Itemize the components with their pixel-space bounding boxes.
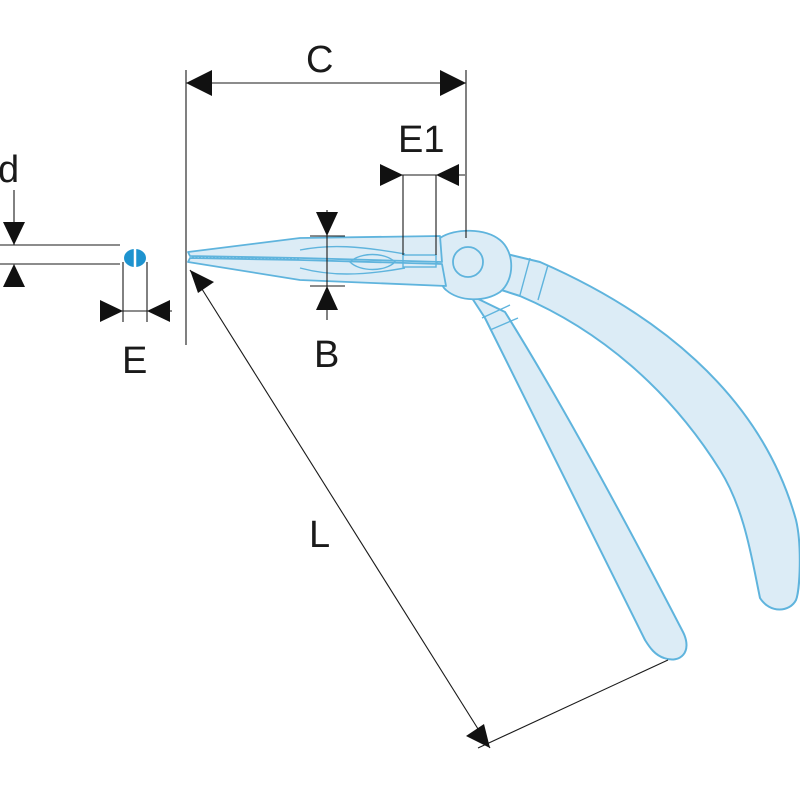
dimension-l [189,269,669,749]
arrow-d-bottom [3,264,25,287]
pliers-illustration [187,229,800,661]
dimension-e1 [380,164,465,255]
label-e1: E1 [398,119,444,161]
jaw-serration [191,256,301,260]
arrow-l-top [190,270,214,293]
dimension-e [100,262,172,322]
dimension-c [185,70,467,345]
label-l: L [309,514,330,556]
dimension-d [0,190,120,287]
label-b: B [314,334,339,376]
cutter-box [402,254,437,268]
arrow-b-top [316,212,338,236]
label-d: d [0,149,19,191]
label-c: C [306,39,333,81]
arrow-c-right [440,70,466,96]
jaw-contour-lower [299,267,406,275]
jaw-contour-upper [299,245,406,255]
arrow-d-top [3,222,25,245]
lower-handle-collar [481,304,519,331]
arrow-e1-right [436,164,459,186]
arrow-e-right [147,300,170,322]
arrow-b-bottom [316,286,338,310]
arrow-e1-left [380,164,403,186]
label-e: E [122,340,147,382]
pivot-rivet [452,246,484,278]
arrow-e-left [100,300,123,322]
upper-handle [489,249,800,611]
arrow-c-left [186,70,212,96]
tip-cross-section [124,249,146,267]
dimension-b [310,210,345,320]
arrow-l-bottom [466,724,490,748]
lower-handle [469,294,688,661]
upper-handle-collar [519,257,549,301]
cutting-edge [349,253,396,271]
